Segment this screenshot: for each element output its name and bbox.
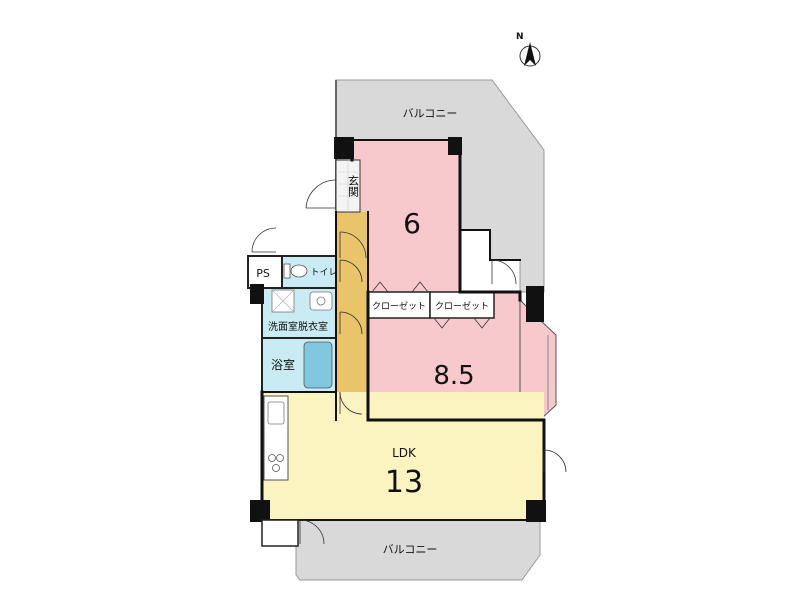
balcony-bottom-label: バルコニー <box>383 543 438 556</box>
closet-right <box>429 291 495 319</box>
sink-icon <box>309 291 333 311</box>
ps-shaft <box>247 255 283 289</box>
bath-label: 浴室 <box>271 357 295 372</box>
ps-label: PS <box>256 267 270 280</box>
hallway <box>336 212 368 392</box>
closet-left-label: クローゼット <box>372 300 426 312</box>
north-compass-icon: N <box>516 32 541 67</box>
room-8-5-label: 8.5 <box>433 361 474 391</box>
ldk-size-label: 13 <box>385 465 423 500</box>
closet-right-label: クローゼット <box>435 300 489 312</box>
compass-label: N <box>516 32 524 42</box>
genkan-label: 玄関 <box>347 174 360 197</box>
toilet-icon <box>290 264 308 278</box>
room-6-label: 6 <box>403 207 421 240</box>
kitchen-sink-icon <box>267 401 285 425</box>
stove-icon <box>268 454 284 472</box>
bathtub-icon <box>303 341 333 389</box>
toilet-label: トイレ <box>310 268 337 278</box>
washroom-label: 洗面室脱衣室 <box>268 320 328 333</box>
pillars <box>250 137 546 522</box>
small-storage <box>261 519 299 547</box>
ldk-label: LDK <box>392 446 417 460</box>
room-6 <box>352 140 460 292</box>
balcony-top-label: バルコニー <box>403 107 458 120</box>
door-swings <box>251 179 567 545</box>
